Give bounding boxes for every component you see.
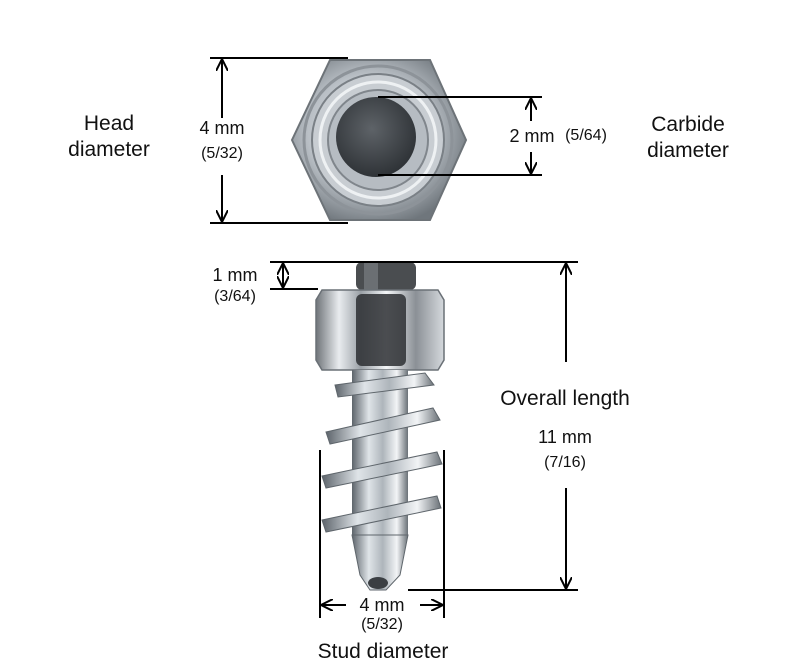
head-diameter-title-line2: diameter xyxy=(68,138,150,161)
carbide-diameter-dimension xyxy=(378,96,542,176)
head-diameter-metric: 4 mm xyxy=(199,118,245,138)
carbide-protrusion-dimension xyxy=(270,261,578,290)
stud-diameter-dimension xyxy=(319,450,445,618)
carbide-protrusion-imperial: (3/64) xyxy=(214,288,256,305)
carbide-diameter-title-line1: Carbide xyxy=(651,113,725,136)
overall-length-imperial: (7/16) xyxy=(544,454,586,471)
stud-diameter-metric: 4 mm xyxy=(359,595,405,615)
stud-side-view xyxy=(315,262,445,591)
stud-diameter-imperial: (5/32) xyxy=(361,616,403,633)
overall-length-dimension xyxy=(408,264,578,591)
head-diameter-title-line1: Head xyxy=(83,112,135,135)
stud-top-view xyxy=(290,59,468,221)
stud-diameter-title: Stud diameter xyxy=(317,640,449,663)
overall-length-metric: 11 mm xyxy=(538,427,592,447)
overall-length-title: Overall length xyxy=(500,387,630,410)
carbide-diameter-metric: 2 mm xyxy=(509,126,555,146)
carbide-diameter-title-line2: diameter xyxy=(647,139,729,162)
carbide-diameter-imperial: (5/64) xyxy=(565,127,607,144)
carbide-protrusion-metric: 1 mm xyxy=(212,265,258,285)
head-diameter-imperial: (5/32) xyxy=(201,145,243,162)
head-diameter-dimension xyxy=(210,57,348,224)
